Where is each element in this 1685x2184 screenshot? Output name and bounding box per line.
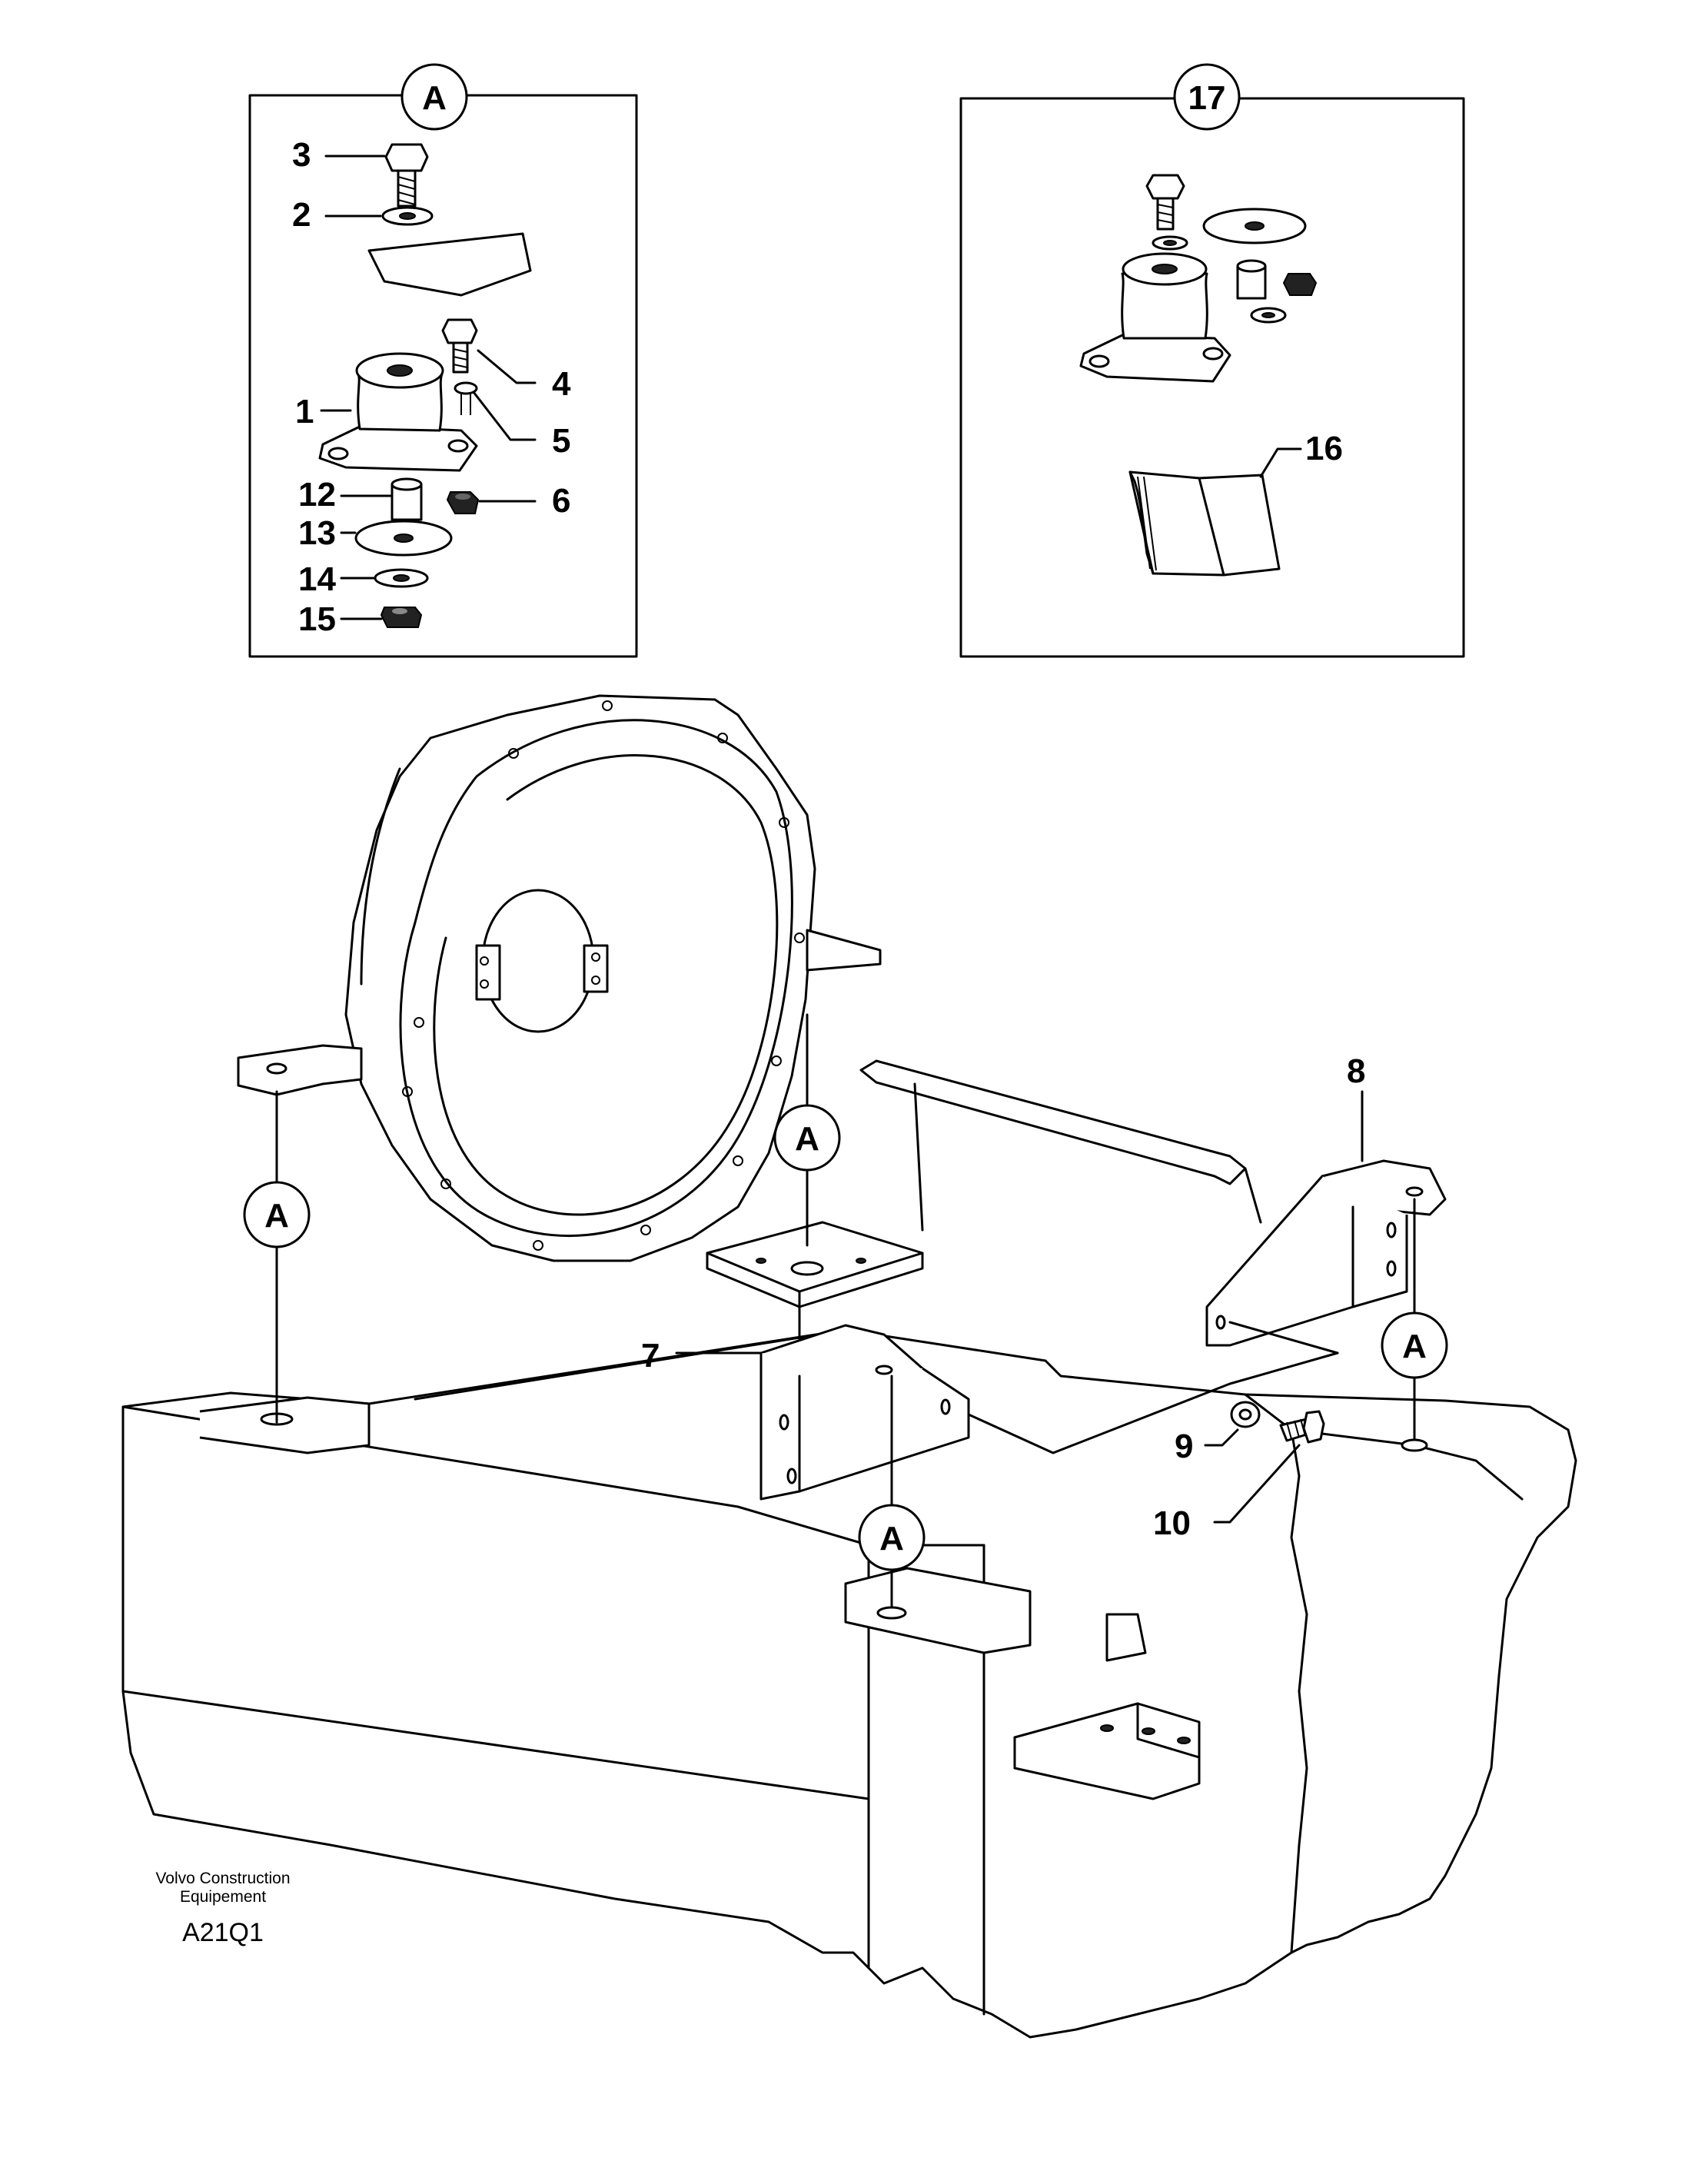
detail-17-marker-label: 17 <box>1188 79 1226 117</box>
callout-7: 7 <box>641 1337 660 1375</box>
footer-brand-line-2: Equipement <box>180 1888 266 1906</box>
bolt-part-10 <box>1279 1410 1325 1444</box>
rubber-mount-part-1 <box>318 352 478 472</box>
bell-housing-right-arm <box>806 929 882 972</box>
callout-4: 4 <box>552 365 571 403</box>
mounting-plate <box>367 232 532 297</box>
footer-brand-line-1: Volvo Construction <box>155 1870 290 1887</box>
callout-5: 5 <box>552 422 570 460</box>
mount-marker-a-left-label: A <box>264 1197 289 1235</box>
nut-part-15 <box>380 607 423 628</box>
mount-marker-a-right <box>1381 1311 1448 1379</box>
washer-part-13 <box>354 520 453 557</box>
bell-housing <box>237 694 882 1262</box>
manual-book-part-16 <box>1128 470 1281 577</box>
mount-marker-a-left <box>243 1181 311 1248</box>
callout-1: 1 <box>295 393 314 430</box>
detail-17-panel: 17 16 <box>959 63 1465 658</box>
callout-16: 16 <box>1305 430 1343 467</box>
mount-marker-a-center-label: A <box>795 1120 819 1158</box>
mount-marker-a-lower <box>858 1504 926 1571</box>
mount-marker-a-center <box>773 1104 841 1172</box>
bracket-part-7 <box>759 1324 1339 1501</box>
bolt-part-3 <box>384 143 429 208</box>
bolt-part-4 <box>441 318 478 374</box>
washer-part-9 <box>1230 1401 1261 1428</box>
nut-part-6 <box>446 491 480 514</box>
callout-12: 12 <box>298 476 336 514</box>
spacer-part-12 <box>391 477 423 521</box>
callout-9: 9 <box>1175 1428 1193 1465</box>
mount-marker-a-right-label: A <box>1402 1328 1427 1365</box>
callout-10: 10 <box>1153 1504 1191 1542</box>
callout-13: 13 <box>298 514 336 552</box>
washer-part-5 <box>454 381 478 395</box>
detail-17-marker <box>1173 63 1241 131</box>
callout-15: 15 <box>298 600 336 638</box>
tow-hitch <box>1013 1613 1201 1800</box>
callout-6: 6 <box>552 482 570 520</box>
main-assembly: A A A A 7 8 9 10 <box>121 694 1577 2039</box>
center-bracket <box>706 1221 924 1347</box>
bracket-part-8 <box>1205 1159 1447 1355</box>
bell-housing-left-arm <box>237 1044 363 1096</box>
cross-bar <box>859 1059 1247 1185</box>
footer-drawing-code: A21Q1 <box>182 1918 264 1947</box>
callout-2: 2 <box>292 196 311 234</box>
detail-a-marker <box>400 63 468 131</box>
detail-a-panel: A <box>248 63 638 658</box>
footer: Volvo Construction Equipement A21Q1 <box>155 1870 290 1947</box>
callout-8: 8 <box>1347 1052 1365 1090</box>
mount-marker-a-lower-label: A <box>879 1520 904 1557</box>
callout-3: 3 <box>292 136 311 174</box>
callout-14: 14 <box>298 560 336 598</box>
detail-a-marker-label: A <box>422 79 447 117</box>
washer-part-14 <box>374 568 429 588</box>
